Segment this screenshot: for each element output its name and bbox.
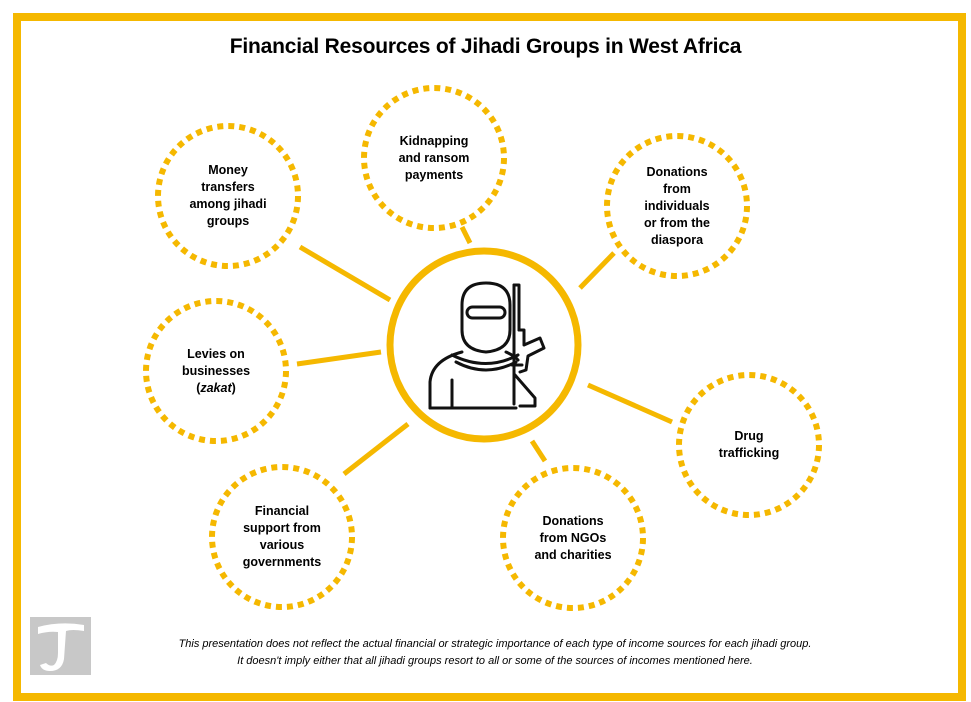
node-label-financial-support: Financial support from various governments — [222, 503, 342, 571]
node-label-line: Levies on — [187, 346, 245, 361]
node-label-line: and charities — [534, 547, 612, 562]
node-label-donations-individuals: Donations from individuals or from the diasp… — [617, 164, 737, 249]
connector-donations-ngos — [529, 439, 548, 463]
node-circle-financial-support — [209, 464, 355, 610]
node-circles — [143, 85, 822, 611]
node-label-italic-line: (zakat) — [196, 380, 236, 395]
node-circle-levies — [143, 298, 289, 444]
node-circle-money-transfers — [155, 123, 301, 269]
footnote-line-2: It doesn't imply either that all jihadi … — [237, 655, 753, 667]
node-label-line: from — [663, 181, 691, 196]
node-label-line: businesses — [181, 363, 251, 378]
node-circle-kidnapping — [361, 85, 507, 231]
node-label-line: groups — [206, 214, 250, 228]
node-label-levies: Levies on businesses (zakat) — [156, 346, 276, 397]
footnote-line-1: This presentation does not reflect the a… — [178, 638, 812, 650]
node-label-line: and ransom — [398, 150, 470, 165]
node-label-line: among jihadi — [189, 197, 267, 211]
node-label-money-transfers: Money transfers among jihadi groups — [168, 162, 288, 230]
node-label-line: from NGOs — [539, 530, 607, 545]
center-circle — [386, 247, 582, 443]
node-label-line: Kidnapping — [399, 133, 469, 148]
node-label-line: governments — [242, 555, 322, 569]
connectors — [296, 225, 674, 476]
node-label-line: Donations — [542, 513, 604, 528]
node-label-donations-ngos: Donations from NGOs and charities — [513, 513, 633, 564]
node-label-line: diaspora — [650, 232, 704, 247]
node-label-line: Donations — [646, 164, 708, 179]
node-label-line: or from the — [644, 215, 710, 230]
connector-levies — [296, 349, 382, 367]
node-label-line: Drug — [734, 429, 764, 443]
node-label-line: transfers — [201, 180, 255, 194]
connector-donations-individuals — [578, 251, 616, 290]
connector-drug-trafficking — [586, 382, 674, 425]
masked-militant-with-rifle-icon — [428, 281, 546, 410]
node-label-line: individuals — [644, 198, 710, 213]
node-circle-donations-individuals — [604, 133, 750, 279]
page-title: Financial Resources of Jihadi Groups in … — [229, 35, 742, 58]
connector-money-transfers — [298, 244, 392, 303]
node-label-line: various — [259, 538, 305, 552]
connector-financial-support — [342, 422, 410, 476]
node-circle-drug-trafficking — [676, 372, 822, 518]
connector-kidnapping — [459, 225, 473, 245]
node-label-line: payments — [404, 167, 464, 182]
node-label-line: Financial — [254, 504, 310, 518]
node-label-line: support from — [243, 521, 321, 535]
node-label-line: Money — [208, 163, 248, 177]
publisher-logo-icon — [30, 617, 91, 675]
node-label-kidnapping: Kidnapping and ransom payments — [374, 133, 494, 184]
node-circle-donations-ngos — [500, 465, 646, 611]
node-label-line: trafficking — [718, 446, 780, 460]
node-label-drug-trafficking: Drug trafficking — [689, 428, 809, 462]
